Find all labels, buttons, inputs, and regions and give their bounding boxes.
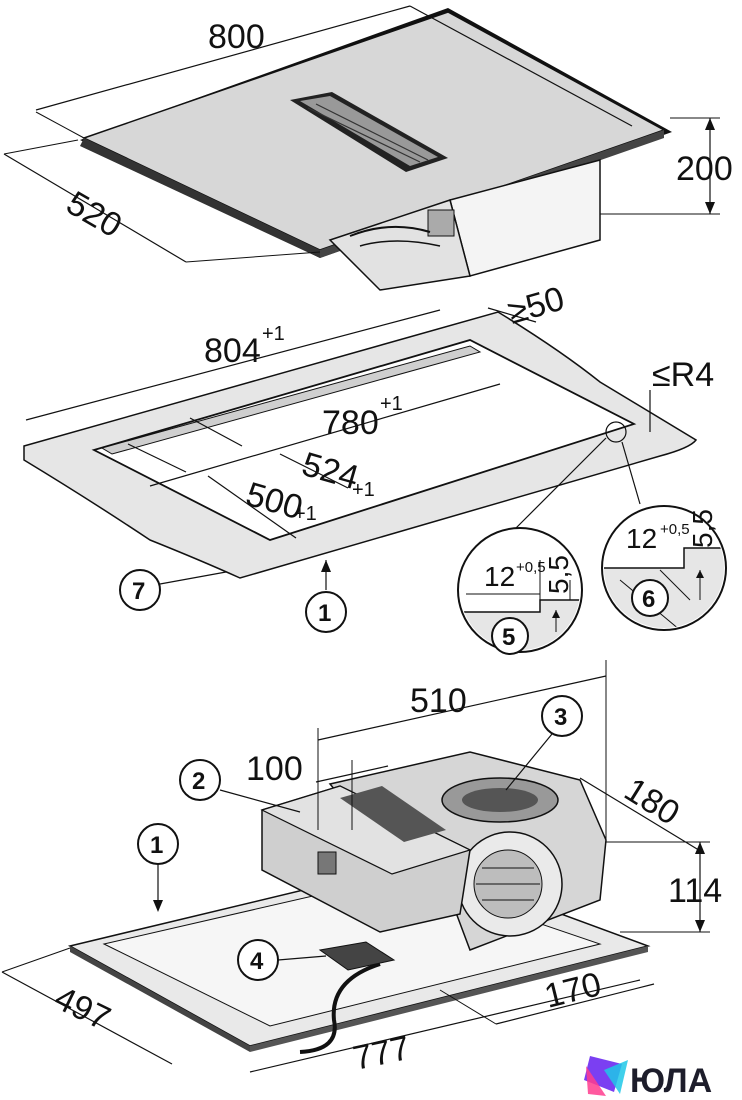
dim-cutout-radius: ≤R4	[652, 356, 714, 394]
dim-fan-hob-width: 777	[350, 1029, 413, 1078]
callout-4: 4	[250, 948, 264, 975]
connector-plate	[318, 941, 396, 971]
detail-5-width-tol: +0,5	[516, 559, 546, 576]
callout-6: 6	[642, 586, 655, 613]
callout-1-cutout: 1	[318, 600, 331, 627]
dim-fan-height: 114	[668, 872, 722, 910]
detail-5: 12 +0,5 5,5 5	[457, 527, 583, 655]
power-cable	[299, 962, 381, 1054]
callout-1-fan: 1	[150, 832, 163, 859]
logo-text: ЮЛА	[630, 1062, 712, 1100]
callout-7: 7	[132, 578, 145, 605]
detail-6: 12 +0,5 5,5 6	[601, 505, 727, 631]
dim-hob-height: 200	[676, 150, 733, 188]
detail-6-height: 5,5	[687, 509, 718, 548]
detail-5-height: 5,5	[543, 555, 574, 594]
dim-cutout-clearance: ≥50	[504, 280, 569, 332]
callout-3: 3	[554, 704, 567, 731]
logo: ЮЛА	[584, 1056, 712, 1100]
dim-fan-width: 510	[410, 682, 467, 720]
dim-fan-hob-depth: 497	[48, 979, 116, 1038]
cutout-section: 804 +1 ≥50 ≤R4 780 +1 524 +1 500 +1 7 1	[23, 280, 714, 633]
dim-cutout-outer-width-tol: +1	[262, 323, 285, 345]
dim-cutout-inner-width: 780	[322, 404, 379, 442]
callout-5: 5	[502, 624, 515, 651]
dim-cutout-outer-width: 804	[204, 332, 261, 370]
fan-section: 510 100 180 114 170 497 777 3 2	[1, 660, 722, 1078]
detail-6-width-tol: +0,5	[660, 521, 690, 538]
detail-5-width: 12	[484, 561, 515, 592]
detail-6-width: 12	[626, 523, 657, 554]
dim-cutout-inner-depth-tol: +1	[352, 479, 375, 501]
hob-section: 800 520 200	[3, 5, 733, 291]
dim-cutout-inner-width-tol: +1	[380, 393, 403, 415]
cutout-opening	[91, 339, 637, 541]
dim-hob-width: 800	[208, 18, 265, 56]
dim-fan-depth: 180	[618, 771, 686, 833]
callout-2: 2	[192, 768, 205, 795]
dim-cutout-depth-tol: +1	[294, 503, 317, 525]
dim-fan-offset: 100	[246, 750, 303, 788]
